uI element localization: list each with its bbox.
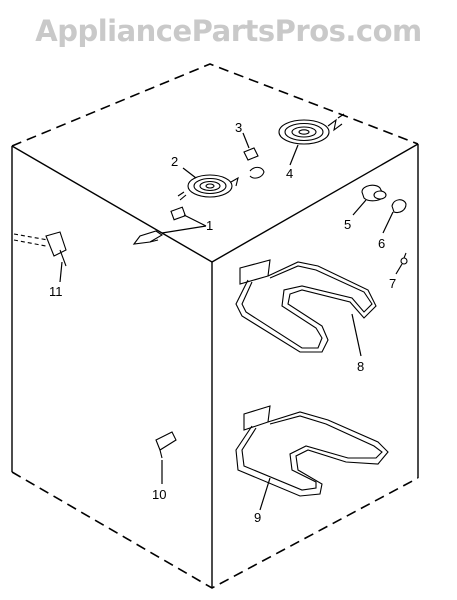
part-5-switch — [352, 184, 387, 216]
part-2-surface-element-small — [177, 167, 239, 201]
callout-7: 7 — [389, 276, 396, 291]
callout-4: 4 — [286, 166, 293, 181]
callout-labels: 1 2 3 4 5 6 7 8 9 10 11 — [49, 120, 396, 525]
cabinet-outline — [11, 63, 419, 589]
part-10-bracket — [155, 431, 177, 484]
callout-10: 10 — [152, 487, 166, 502]
callout-11: 11 — [49, 284, 63, 299]
part-6-bulb — [382, 199, 407, 234]
callout-3: 3 — [235, 120, 242, 135]
callout-2: 2 — [171, 154, 178, 169]
part-9-broil-element — [235, 405, 389, 511]
part-1-terminal-block — [132, 206, 207, 245]
part-7-fastener — [395, 252, 408, 275]
part-11-probe-wire — [13, 231, 67, 283]
callout-1: 1 — [206, 218, 213, 233]
callout-9: 9 — [254, 510, 261, 525]
part-3-receptacle — [242, 132, 265, 179]
callout-5: 5 — [344, 217, 351, 232]
callout-8: 8 — [357, 359, 364, 374]
part-4-surface-element-large — [278, 113, 345, 166]
callout-6: 6 — [378, 236, 385, 251]
part-8-bake-element — [235, 259, 377, 357]
watermark-text: AppliancePartsPros.com — [35, 14, 422, 48]
